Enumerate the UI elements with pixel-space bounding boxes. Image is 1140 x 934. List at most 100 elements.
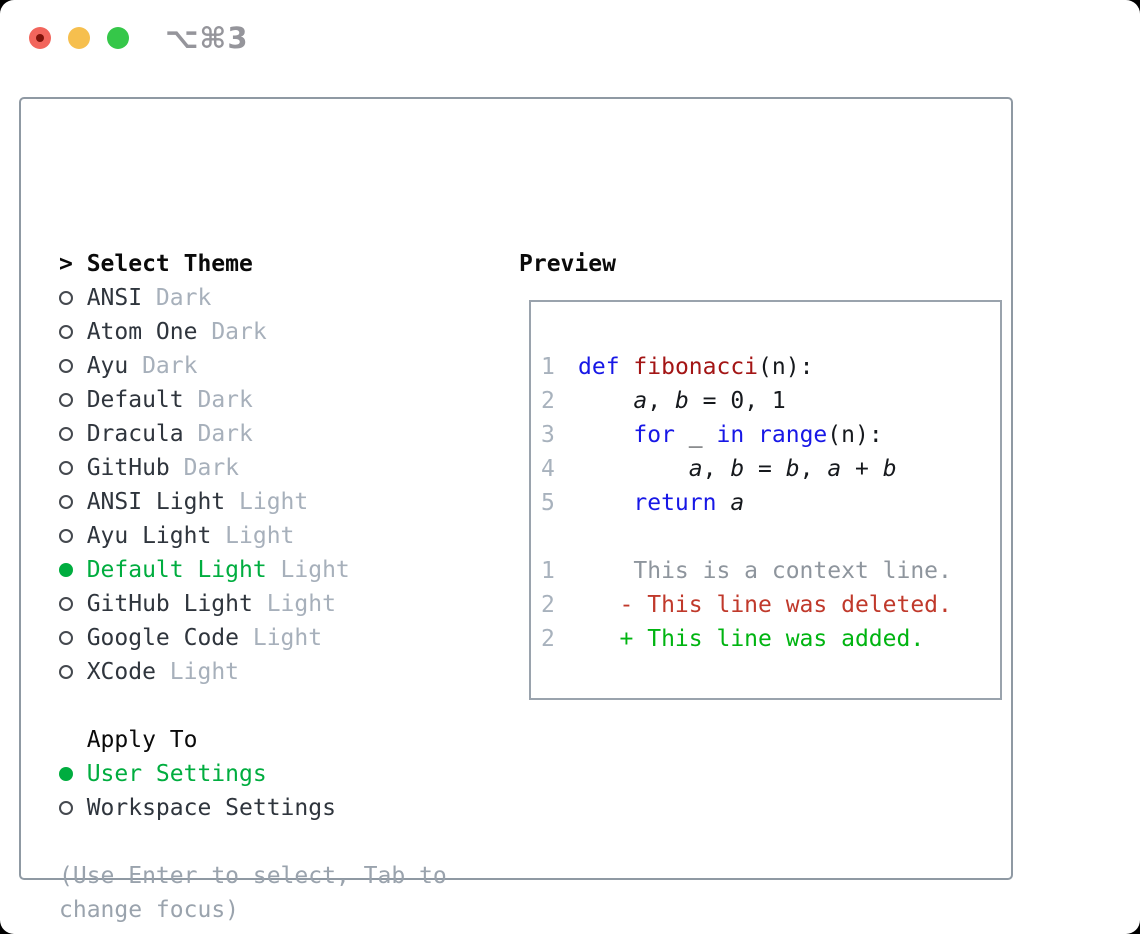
- code-token: [578, 388, 633, 414]
- theme-option-google-code[interactable]: Google Code Light: [59, 621, 447, 655]
- theme-variant-badge: Light: [280, 557, 350, 583]
- line-number: 2: [541, 626, 555, 652]
- theme-variant-badge: Light: [169, 659, 240, 685]
- theme-variant-badge: Dark: [142, 353, 198, 379]
- theme-name: Default Light: [86, 557, 267, 583]
- radio-circle: [59, 801, 73, 815]
- radio-icon: [59, 281, 87, 315]
- code-token: [744, 422, 758, 448]
- code-token: ,: [702, 456, 731, 482]
- theme-variant-badge: Dark: [197, 387, 253, 413]
- radio-icon: [59, 791, 87, 825]
- radio-circle: [59, 427, 73, 441]
- code-token: [578, 456, 689, 482]
- code-token: a: [730, 490, 745, 516]
- close-button[interactable]: [29, 27, 51, 49]
- select-theme-title: Select Theme: [86, 251, 253, 277]
- code-token: def: [578, 354, 620, 380]
- radio-circle: [59, 597, 73, 611]
- line-number: 5: [541, 490, 555, 516]
- code-token: a: [633, 388, 648, 414]
- radio-circle: [59, 359, 73, 373]
- apply-option-user-settings[interactable]: User Settings: [59, 757, 447, 791]
- radio-icon: [59, 383, 87, 417]
- theme-option-ayu[interactable]: Ayu Dark: [59, 349, 447, 383]
- radio-circle: [59, 767, 73, 781]
- theme-name: Dracula: [86, 421, 184, 447]
- radio-icon: [59, 349, 87, 383]
- code-token: b: [785, 456, 800, 482]
- radio-icon: [59, 621, 87, 655]
- theme-variant-badge: Dark: [155, 285, 212, 311]
- diff-text: - This line was deleted.: [578, 592, 952, 618]
- theme-option-dracula[interactable]: Dracula Dark: [59, 417, 447, 451]
- theme-option-default-light[interactable]: Default Light Light: [59, 553, 447, 587]
- radio-circle: [59, 563, 73, 577]
- radio-circle: [59, 529, 73, 543]
- code-line: 3 for _ in range(n):: [541, 418, 1000, 452]
- code-token: return: [633, 490, 717, 516]
- code-line: 2 a, b = 0, 1: [541, 384, 1000, 418]
- line-number: 2: [541, 388, 555, 414]
- prompt-caret: >: [59, 251, 73, 277]
- minimize-button[interactable]: [68, 27, 90, 49]
- hint-line-2: change focus): [59, 897, 240, 923]
- code-token: (n):: [827, 422, 883, 448]
- code-token: [716, 490, 730, 516]
- radio-icon: [59, 519, 87, 553]
- radio-selected-icon: [59, 757, 87, 791]
- theme-name: Ayu: [86, 353, 129, 379]
- apply-option-workspace-settings[interactable]: Workspace Settings: [59, 791, 447, 825]
- theme-variant-badge: Light: [225, 523, 295, 549]
- radio-icon: [59, 655, 87, 689]
- theme-name: Default: [86, 387, 184, 413]
- window-title: ⌥⌘3: [165, 21, 249, 55]
- code-token: ,: [799, 456, 828, 482]
- hint-line-1: (Use Enter to select, Tab to: [59, 863, 447, 889]
- code-token: [578, 490, 633, 516]
- select-theme-header: > Select Theme: [59, 247, 447, 281]
- code-token: =: [744, 456, 786, 482]
- spacer: [59, 689, 447, 723]
- radio-icon: [59, 315, 87, 349]
- apply-to-label: Apply To: [86, 727, 198, 753]
- line-number: 1: [541, 354, 555, 380]
- code-token: ,: [647, 388, 675, 414]
- theme-variant-badge: Dark: [197, 421, 253, 447]
- radio-circle: [59, 461, 73, 475]
- code-line: 5 return a: [541, 486, 1000, 520]
- code-token: in: [716, 422, 745, 448]
- code-token: range: [758, 422, 828, 448]
- theme-variant-badge: Light: [252, 625, 323, 651]
- code-token: [620, 354, 634, 380]
- line-number: 3: [541, 422, 555, 448]
- theme-variant-badge: Light: [239, 489, 309, 515]
- theme-name: Google Code: [86, 625, 240, 651]
- diff-line-context: 1 This is a context line.: [541, 554, 1000, 588]
- theme-name: Atom One: [86, 319, 198, 345]
- theme-name: GitHub: [86, 455, 170, 481]
- code-token: (n):: [758, 354, 814, 380]
- theme-option-default[interactable]: Default Dark: [59, 383, 447, 417]
- zoom-button[interactable]: [107, 27, 129, 49]
- code-line: 4 a, b = b, a + b: [541, 452, 1000, 486]
- apply-option-label: Workspace Settings: [86, 795, 336, 821]
- apply-to-header: Apply To: [59, 723, 447, 757]
- code-token: for: [633, 422, 675, 448]
- radio-icon: [59, 451, 87, 485]
- radio-circle: [59, 631, 73, 645]
